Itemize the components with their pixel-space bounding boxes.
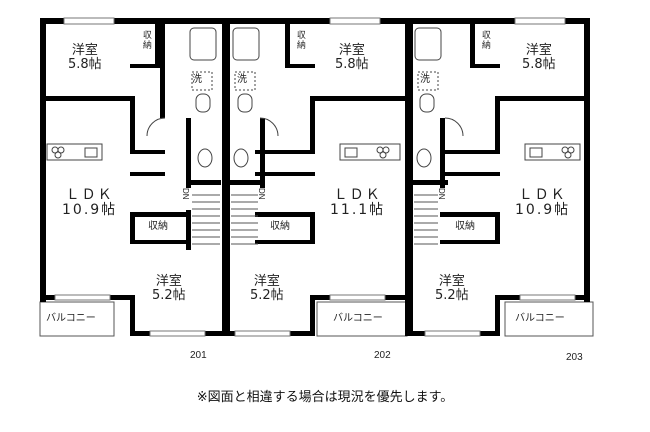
unit-202-closet-hall: 収納 <box>270 221 290 232</box>
unit-202-washer: 洗 <box>237 74 247 85</box>
unit-203-bedroom-south: 洋室 5.2帖 <box>435 274 469 304</box>
room-size: 10.9帖 <box>515 202 571 219</box>
unit-203-bedroom-north: 洋室 5.8帖 <box>522 43 556 73</box>
unit-201-balcony: バルコニー <box>46 313 96 324</box>
unit-202-number: 202 <box>374 350 391 361</box>
unit-203-closet-hall: 収納 <box>455 221 475 232</box>
unit-203-closet-north: 収納 <box>479 30 490 50</box>
room-name: 洋室 <box>438 274 465 289</box>
unit-203-ldk: ＬＤＫ 10.9帖 <box>515 187 571 219</box>
unit-202-ldk: ＬＤＫ 11.1帖 <box>330 187 386 219</box>
unit-201-stair-down: DN <box>180 188 190 200</box>
floor-plan <box>39 17 594 337</box>
unit-201-number: 201 <box>190 350 207 361</box>
unit-202-balcony: バルコニー <box>333 313 383 324</box>
unit-202-bedroom-south: 洋室 5.2帖 <box>250 274 284 304</box>
unit-203-washer: 洗 <box>420 74 430 85</box>
room-size: 5.8帖 <box>522 57 556 73</box>
room-size: 5.8帖 <box>335 57 369 73</box>
unit-202-bedroom-north: 洋室 5.8帖 <box>335 43 369 73</box>
room-name: 洋室 <box>338 43 365 58</box>
unit-203-number: 203 <box>566 352 583 363</box>
unit-202-stair-down: DN <box>256 188 266 200</box>
room-size: 5.2帖 <box>435 288 469 304</box>
unit-201-closet-north: 収納 <box>140 30 151 50</box>
unit-201-ldk: ＬＤＫ 10.9帖 <box>62 187 118 219</box>
room-size: 5.2帖 <box>152 288 186 304</box>
unit-201-bedroom-south: 洋室 5.2帖 <box>152 274 186 304</box>
unit-201-bedroom-north: 洋室 5.8帖 <box>68 43 102 73</box>
room-name: 洋室 <box>253 274 280 289</box>
room-name: 洋室 <box>525 43 552 58</box>
room-size: 5.2帖 <box>250 288 284 304</box>
room-name: 洋室 <box>71 43 98 58</box>
unit-202-closet-north: 収納 <box>294 30 305 50</box>
unit-203-balcony: バルコニー <box>515 313 565 324</box>
room-name: 洋室 <box>155 274 182 289</box>
disclaimer-note: ※図面と相違する場合は現況を優先します。 <box>196 390 454 405</box>
room-name: ＬＤＫ <box>518 187 567 203</box>
room-size: 10.9帖 <box>62 202 118 219</box>
room-size: 5.8帖 <box>68 57 102 73</box>
unit-201-washer: 洗 <box>192 74 202 85</box>
unit-203-stair-down: DN <box>436 188 446 200</box>
room-size: 11.1帖 <box>330 202 386 219</box>
unit-201-closet-hall: 収納 <box>148 221 168 232</box>
room-name: ＬＤＫ <box>65 187 114 203</box>
room-name: ＬＤＫ <box>333 187 382 203</box>
